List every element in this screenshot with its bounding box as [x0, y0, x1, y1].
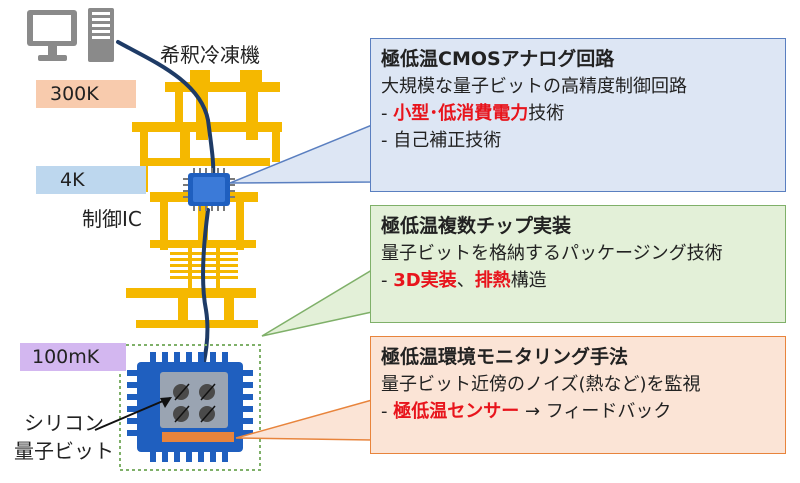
server-icon [88, 8, 114, 62]
packaging-line2-highlight-1: 3D実装 [393, 270, 457, 291]
monitoring-info-box: 極低温環境モニタリング手法 量子ビット近傍のノイズ(熱など)を監視 - 極低温セ… [370, 336, 786, 454]
cmos-line2-prefix: - [381, 103, 394, 124]
cmos-line3: - 自己補正技術 [381, 130, 502, 151]
packaging-line1: 量子ビットを格納するパッケージング技術 [381, 243, 723, 264]
cmos-line1: 大規模な量子ビットの高精度制御回路 [381, 76, 687, 97]
packaging-line2-prefix: - [381, 270, 394, 291]
silicon-qubit-label-line1: シリコン [24, 411, 104, 435]
control-ic-chip [183, 168, 235, 211]
monitoring-line2-prefix: - [381, 401, 394, 422]
packaging-info-box: 極低温複数チップ実装 量子ビットを格納するパッケージング技術 - 3D実装、排熱… [370, 205, 786, 323]
control-ic-label: 制御IC [82, 207, 142, 231]
control-cable-upper [116, 40, 216, 177]
monitoring-line2-suffix: → フィードバック [519, 401, 672, 422]
cmos-info-box: 極低温CMOSアナログ回路 大規模な量子ビットの高精度制御回路 - 小型･低消費… [370, 38, 786, 192]
monitoring-title: 極低温環境モニタリング手法 [381, 346, 629, 368]
packaging-line2: - 3D実装、排熱構造 [381, 267, 775, 294]
silicon-qubit-arrow [94, 397, 172, 431]
monitoring-line2: - 極低温センサー → フィードバック [381, 398, 775, 425]
qubit-package [127, 352, 253, 462]
monitoring-line1: 量子ビット近傍のノイズ(熱など)を監視 [381, 374, 701, 395]
temp-100mk-label: 100mK [20, 343, 126, 371]
monitoring-callout-pointer [235, 399, 373, 441]
control-cable-lower [198, 208, 210, 382]
temp-300k-label: 300K [36, 80, 136, 108]
cmos-line2-highlight: 小型･低消費電力 [393, 103, 529, 124]
monitoring-line2-highlight: 極低温センサー [393, 401, 520, 422]
packaging-line2-suffix: 構造 [510, 270, 547, 291]
silicon-qubit-label-line2: 量子ビット [14, 439, 114, 463]
packaging-line2-highlight-2: 排熱 [474, 270, 511, 291]
cmos-line2-suffix: 技術 [528, 103, 565, 124]
monitor-icon [27, 10, 77, 61]
cmos-title: 極低温CMOSアナログ回路 [381, 48, 615, 70]
fridge-label: 希釈冷凍機 [160, 43, 260, 67]
packaging-title: 極低温複数チップ実装 [381, 215, 572, 237]
temp-4k-label: 4K [36, 166, 146, 194]
packaging-line2-mid: 、 [456, 270, 475, 291]
cmos-line2: - 小型･低消費電力技術 [381, 100, 775, 127]
qubit-spheres [173, 383, 216, 423]
packaging-callout-pointer [261, 268, 373, 337]
